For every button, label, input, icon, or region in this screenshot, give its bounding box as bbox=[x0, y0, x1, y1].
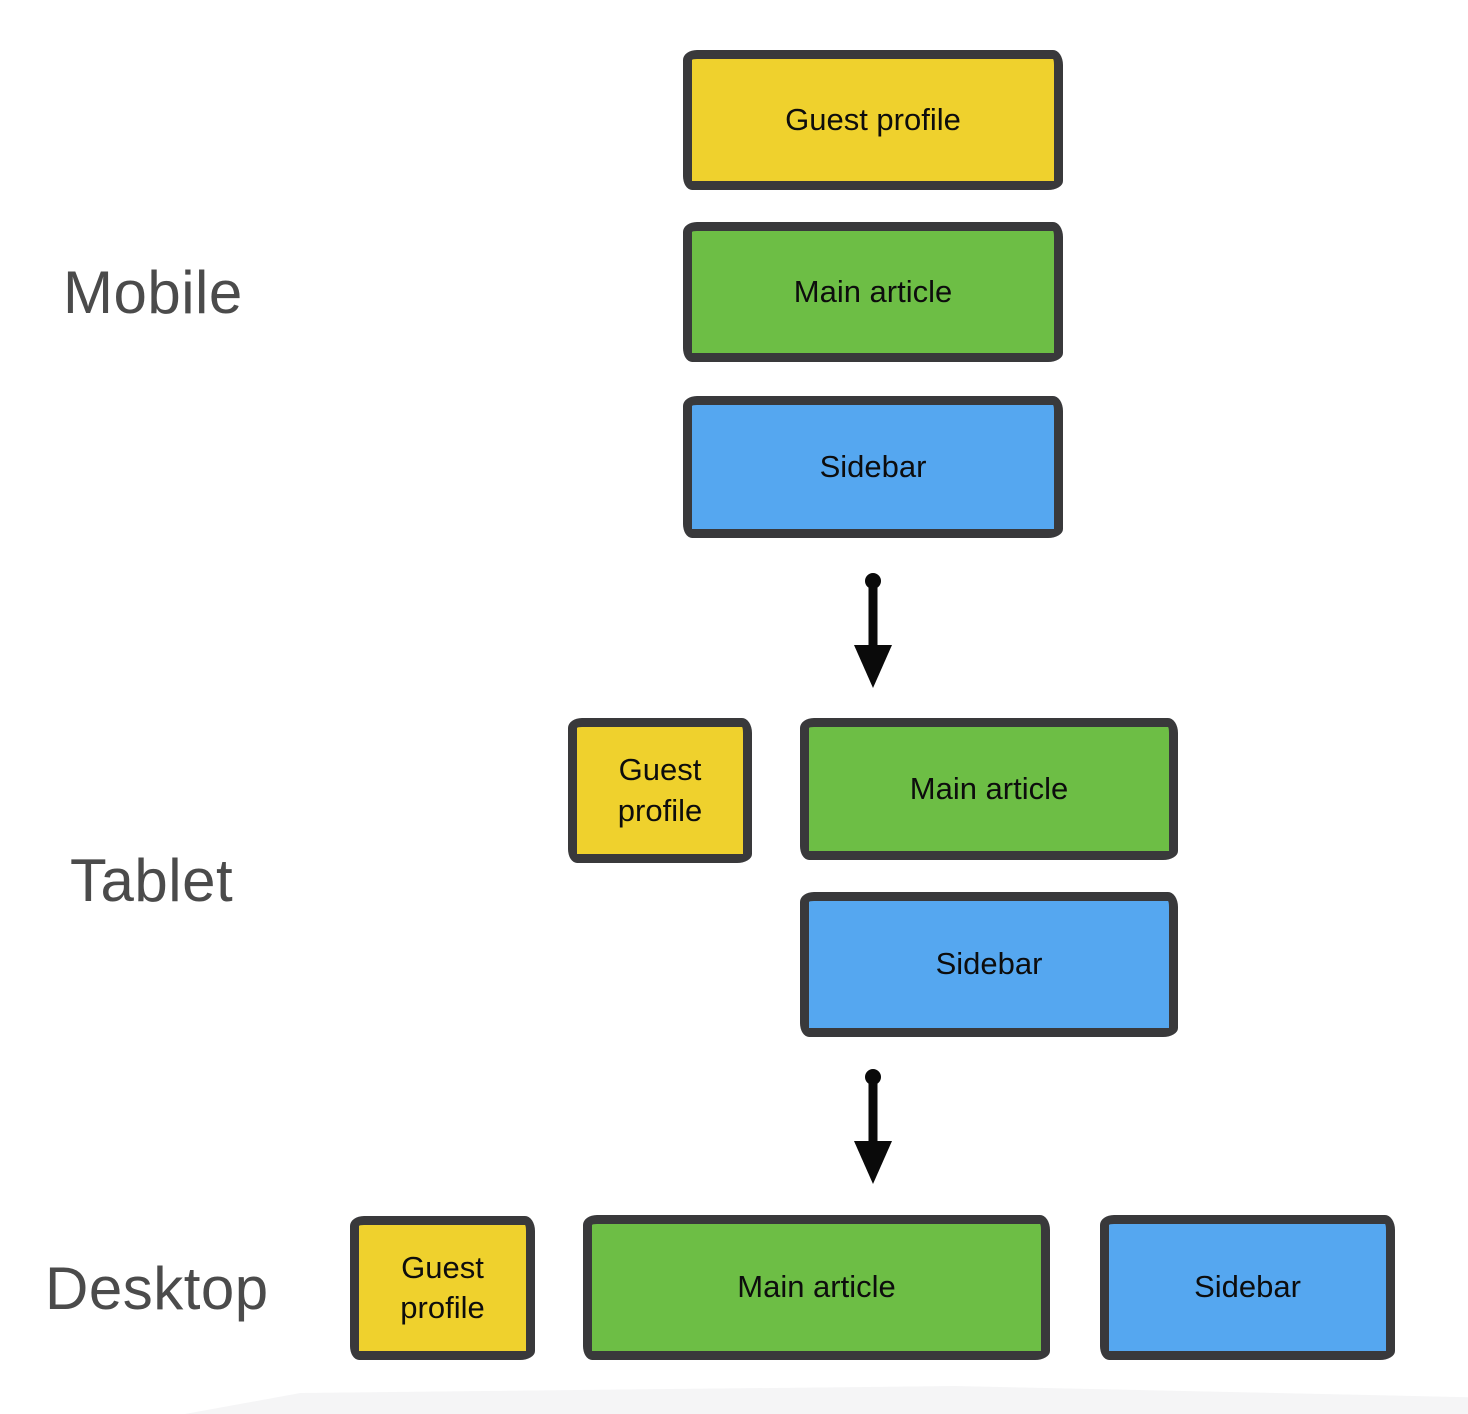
desktop-guest-profile-label: Guest profile bbox=[400, 1249, 485, 1325]
tablet-guest-profile-box: Guest profile bbox=[568, 718, 752, 863]
section-label-tablet: Tablet bbox=[70, 847, 234, 914]
tablet-guest-profile-label: Guest profile bbox=[617, 752, 703, 828]
mobile-guest-profile-box: Guest profile bbox=[683, 50, 1063, 190]
tablet-sidebar-box: Sidebar bbox=[800, 892, 1178, 1037]
section-label-mobile: Mobile bbox=[63, 259, 243, 326]
tablet-to-desktop-arrow bbox=[851, 1068, 895, 1186]
desktop-main-article-box: Main article bbox=[583, 1215, 1050, 1360]
tablet-sidebar-label: Sidebar bbox=[935, 946, 1043, 982]
mobile-main-article-box: Main article bbox=[683, 222, 1063, 362]
section-label-desktop: Desktop bbox=[45, 1255, 269, 1322]
mobile-to-tablet-arrow bbox=[851, 572, 895, 690]
mobile-sidebar-box: Sidebar bbox=[683, 396, 1063, 538]
desktop-sidebar-label: Sidebar bbox=[1194, 1269, 1301, 1305]
mobile-main-article-label: Main article bbox=[793, 273, 953, 309]
desktop-sidebar-box: Sidebar bbox=[1100, 1215, 1395, 1360]
tablet-main-article-label: Main article bbox=[909, 770, 1069, 806]
down-arrow-icon bbox=[854, 573, 892, 688]
mobile-guest-profile-label: Guest profile bbox=[785, 101, 961, 137]
down-arrow-icon bbox=[854, 1069, 892, 1184]
tablet-main-article-box: Main article bbox=[800, 718, 1178, 860]
desktop-guest-profile-box: Guest profile bbox=[350, 1216, 535, 1360]
mobile-sidebar-label: Sidebar bbox=[819, 448, 927, 484]
desktop-main-article-label: Main article bbox=[737, 1269, 896, 1305]
page-edge-shadow bbox=[185, 1386, 1468, 1414]
